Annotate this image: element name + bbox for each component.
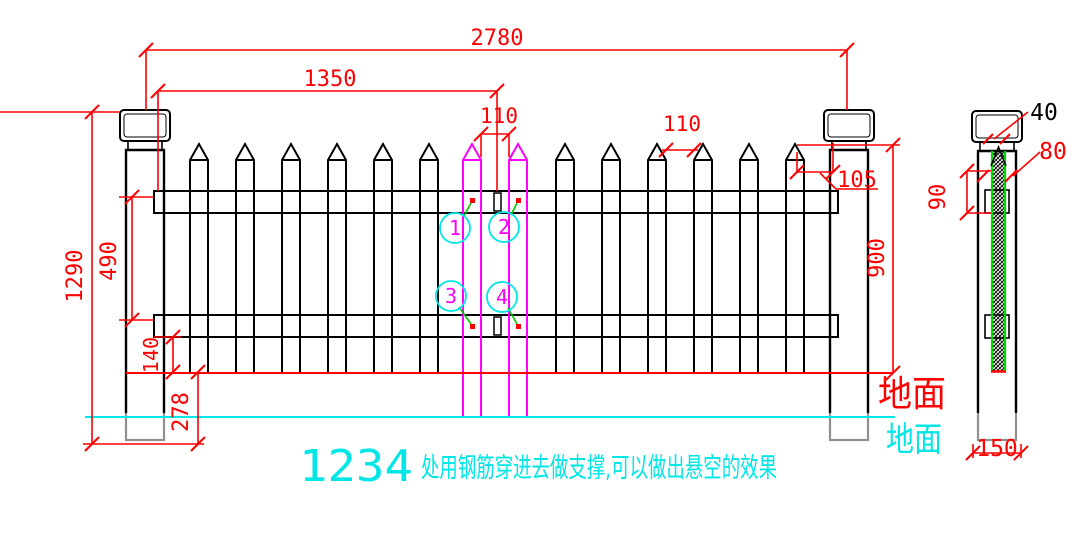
- leader-3: [458, 306, 472, 325]
- lower-rail-center-seam: [493, 316, 502, 336]
- callouts: 1 2 3 4: [435, 198, 521, 329]
- dim-rail-height-label: 90: [926, 184, 951, 211]
- dim-height-above-ground: [797, 137, 901, 381]
- right-post-buried: [828, 413, 870, 442]
- construction-note: 1234 处用钢筋穿进去做支撑,可以做出悬空的效果: [299, 441, 777, 492]
- dim-picket-thickness-leader: [982, 111, 1029, 145]
- picket: [785, 141, 805, 373]
- dim-buried-depth-label: 278: [169, 392, 194, 432]
- rebar-point-2: [516, 198, 521, 203]
- picket: [419, 141, 439, 373]
- left-post-body: [124, 148, 166, 413]
- dim-buried-depth: [190, 364, 206, 452]
- callout-label-1: 1: [449, 216, 461, 240]
- dim-rebar-gap-label: 110: [480, 104, 518, 128]
- dim-half-width: [150, 83, 505, 191]
- ground-label-red: 地面: [878, 374, 946, 415]
- rebar-picket-left: [462, 141, 482, 416]
- dim-picket-gap: [658, 142, 702, 158]
- dim-post-total-height-label: 1290: [63, 250, 88, 303]
- dim-end-gap-label: 105: [837, 168, 877, 193]
- rebar-point-3: [470, 324, 475, 329]
- dim-core-width-label: 80: [1039, 139, 1067, 165]
- dim-bottom-clearance-label: 140: [139, 337, 163, 373]
- rebar-point-1: [470, 198, 475, 203]
- dim-half-width-label: 1350: [304, 67, 357, 92]
- dimensions: [0, 42, 1041, 461]
- rebar-point-4: [516, 324, 521, 329]
- dim-total-width-label: 2780: [471, 26, 524, 51]
- dim-rail-spacing: [119, 189, 154, 328]
- callout-circle-2: [488, 211, 520, 243]
- right-post-cap-inner: [827, 113, 871, 138]
- dim-end-gap: [789, 143, 878, 190]
- dim-post-width: [965, 444, 1029, 461]
- callout-circle-4: [486, 281, 518, 313]
- dim-post-width-label: 150: [976, 436, 1018, 462]
- picket: [235, 141, 255, 373]
- picket: [555, 141, 575, 373]
- dim-rebar-gap: [473, 126, 517, 157]
- dim-picket-gap-label: 110: [663, 112, 701, 136]
- ground-label-cyan: 地面: [886, 420, 942, 460]
- dimension-labels: 2780 1350 110 110 105 900 1290 490 140 2…: [63, 26, 1067, 462]
- picket: [739, 141, 759, 373]
- callout-label-2: 2: [498, 215, 510, 239]
- side-picket-tip-outline: [990, 144, 1007, 167]
- pickets: [189, 141, 805, 373]
- upper-rail: [153, 190, 839, 214]
- picket: [601, 141, 621, 373]
- left-post-cap: [119, 109, 171, 142]
- picket: [281, 141, 301, 373]
- rebar-pickets: [462, 141, 528, 416]
- dim-post-total-height: [0, 104, 204, 452]
- rails: [153, 190, 839, 338]
- upper-rail-center-seam: [493, 192, 502, 212]
- dim-bottom-clearance: [154, 329, 181, 380]
- dim-picket-thickness-label: 40: [1030, 100, 1058, 126]
- rebar-core-hatch: [991, 151, 1006, 372]
- left-post-cap-inner: [123, 113, 167, 138]
- left-post-buried: [124, 413, 166, 442]
- dim-core-width-leader: [976, 151, 1041, 183]
- dim-height-above-ground-label: 900: [865, 238, 890, 278]
- right-post-body: [828, 148, 870, 413]
- lower-rail: [153, 314, 839, 338]
- callout-label-4: 4: [496, 285, 508, 309]
- callout-circle-1: [439, 212, 471, 244]
- side-view-post: [971, 110, 1023, 442]
- callout-label-3: 3: [445, 284, 457, 308]
- picket: [373, 141, 393, 373]
- leader-2: [510, 202, 518, 216]
- side-post-buried: [976, 413, 1018, 442]
- picket: [647, 141, 667, 373]
- dim-total-width: [138, 42, 855, 110]
- side-post-cap-inner: [975, 114, 1019, 139]
- note-numbers: 1234: [299, 441, 413, 492]
- picket: [693, 141, 713, 373]
- rebar-picket-right: [508, 141, 528, 416]
- leader-1: [463, 202, 472, 217]
- left-post: [119, 109, 171, 442]
- left-post-neck: [127, 140, 163, 151]
- note-text: 处用钢筋穿进去做支撑,可以做出悬空的效果: [421, 453, 777, 484]
- dim-rail-spacing-label: 490: [97, 241, 122, 281]
- callout-circle-3: [435, 280, 467, 312]
- right-post-cap: [823, 109, 875, 142]
- picket: [189, 141, 209, 373]
- picket: [327, 141, 347, 373]
